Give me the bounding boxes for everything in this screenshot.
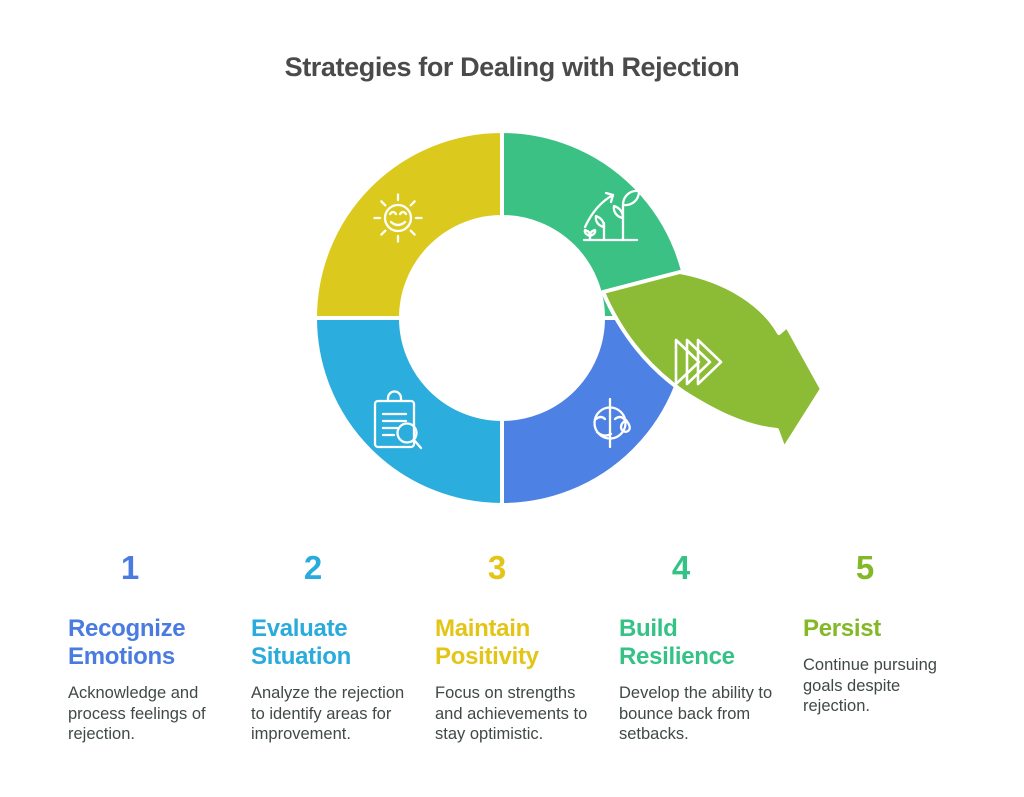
step-heading: Recognize Emotions bbox=[68, 615, 186, 670]
cycle-diagram bbox=[312, 131, 824, 508]
step-number: 1 bbox=[120, 549, 140, 586]
persist-arrow-segment bbox=[601, 270, 824, 451]
step-heading: Persist bbox=[803, 615, 881, 642]
step-number: 3 bbox=[487, 549, 507, 586]
step-description: Analyze the rejection to identify areas … bbox=[251, 684, 405, 743]
step-evaluate-situation: 2 Evaluate Situation Analyze the rejecti… bbox=[251, 551, 433, 745]
step-maintain-positivity: 3 Maintain Positivity Focus on strengths… bbox=[435, 551, 617, 745]
evaluate-situation-segment bbox=[312, 316, 504, 508]
fast-forward-icon bbox=[674, 338, 723, 386]
step-build-resilience: 4 Build Resilience Develop the ability t… bbox=[619, 551, 801, 745]
sun-smile-icon bbox=[373, 193, 423, 243]
step-description: Focus on strengths and achievements to s… bbox=[435, 684, 588, 743]
mood-face-icon bbox=[593, 397, 631, 449]
step-number: 4 bbox=[671, 549, 691, 586]
step-heading: Maintain Positivity bbox=[435, 615, 539, 670]
growth-plant-icon bbox=[582, 189, 641, 242]
step-number: 2 bbox=[303, 549, 323, 586]
step-description: Develop the ability to bounce back from … bbox=[619, 684, 773, 743]
step-description: Acknowledge and process feelings of reje… bbox=[68, 684, 206, 743]
step-heading: Evaluate Situation bbox=[251, 615, 351, 670]
clipboard-search-icon bbox=[373, 390, 423, 450]
step-persist: 5 Persist Continue pursuing goals despit… bbox=[803, 551, 985, 717]
step-recognize-emotions: 1 Recognize Emotions Acknowledge and pro… bbox=[68, 551, 250, 745]
page-title: Strategies for Dealing with Rejection bbox=[284, 52, 740, 82]
step-heading: Build Resilience bbox=[619, 615, 735, 670]
step-description: Continue pursuing goals despite rejectio… bbox=[803, 656, 937, 715]
step-number: 5 bbox=[855, 549, 875, 586]
